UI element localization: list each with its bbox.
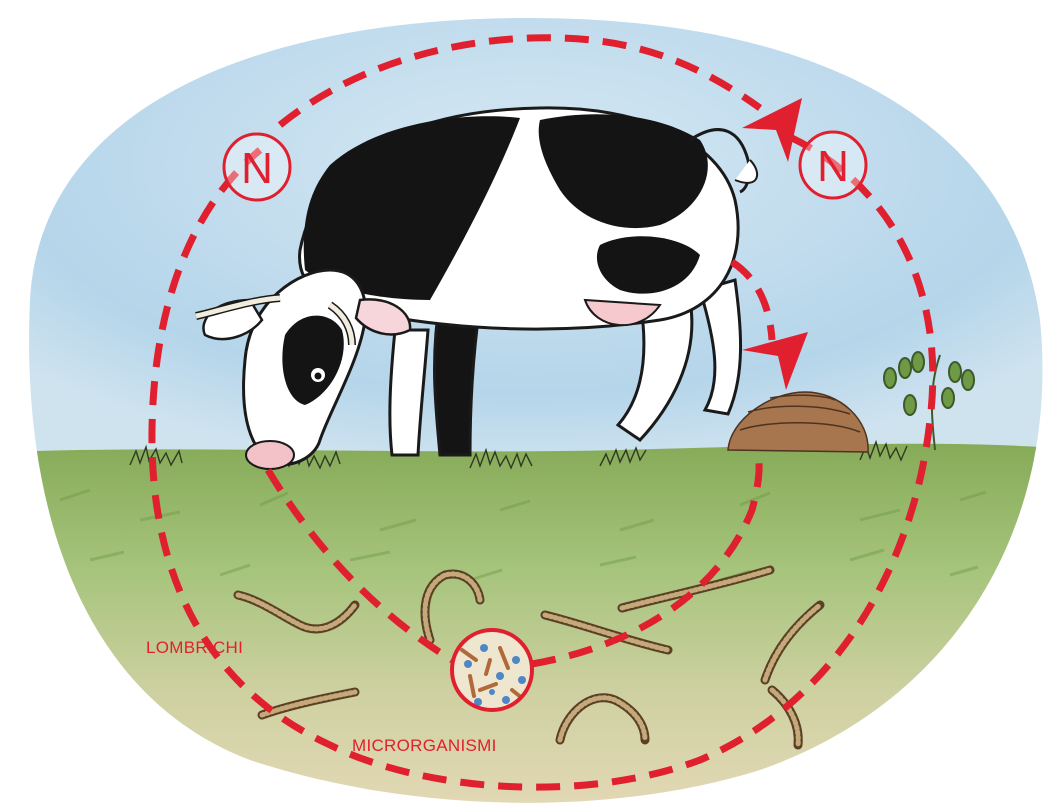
nitrogen-symbol-right: N — [800, 132, 866, 198]
microorganisms-label: MICRORGANISMI — [352, 736, 497, 756]
nitrogen-label-left: N — [241, 144, 273, 193]
microorganisms-magnifier — [452, 630, 532, 710]
nitrogen-symbol-left: N — [224, 134, 290, 200]
earthworms-label: LOMBRICHI — [146, 638, 243, 658]
nitrogen-label-right: N — [817, 142, 849, 191]
